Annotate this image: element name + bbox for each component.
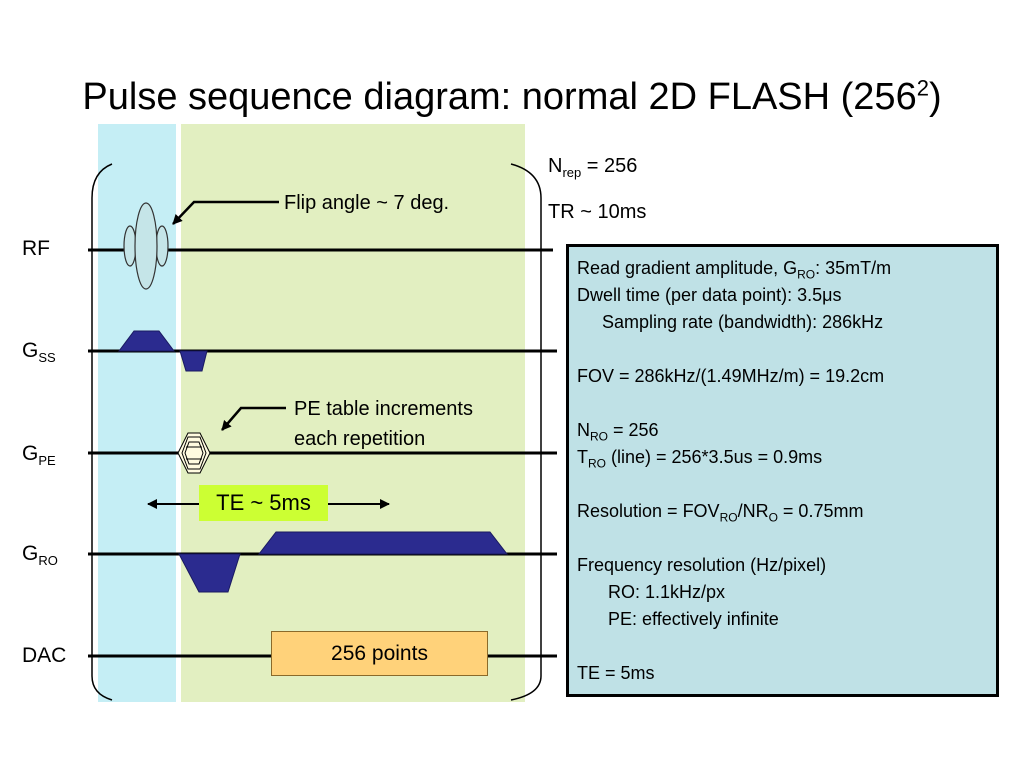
rf-pulse [123,202,169,290]
tro-value: TRO (line) = 256*3.5us = 0.9ms [577,447,823,471]
nrep-annotation: Nrep = 256 [548,155,638,180]
pe-frequency-resolution: PE: effectively infinite [608,609,779,629]
page-title: Pulse sequence diagram: normal 2D FLASH … [82,75,942,118]
dac-sampling-window: 256 points [271,631,488,676]
pe-table-annotation-line2: each repetition [294,428,426,450]
gpe-phase-table [177,432,211,474]
parameters-panel: Read gradient amplitude, GRO: 35mT/m Dwe… [566,244,999,697]
ro-frequency-resolution: RO: 1.1kHz/px [608,582,726,602]
gss-slice-select-lobe [118,330,175,352]
gss-refocus-lobe [179,350,208,372]
gro-prephase-lobe [178,553,241,593]
repetition-bracket-right [510,163,542,701]
te-label: TE ~ 5ms [199,485,328,521]
read-gradient-amplitude: Read gradient amplitude, GRO: 35mT/m [577,258,892,282]
gpe-channel-label: GPE [22,442,56,469]
gss-channel-label: GSS [22,339,56,366]
rf-channel-label: RF [22,237,50,260]
nro-value: NRO = 256 [577,420,659,444]
dwell-time: Dwell time (per data point): 3.5μs [577,285,842,305]
resolution-equation: Resolution = FOVRO/NRO = 0.75mm [577,501,864,525]
tr-annotation: TR ~ 10ms [548,201,647,223]
dac-channel-label: DAC [22,644,67,667]
sampling-rate: Sampling rate (bandwidth): 286kHz [602,312,884,332]
gro-readout-lobe [257,531,509,555]
repetition-bracket-left [91,163,113,701]
pe-table-arrow [221,406,286,431]
flip-angle-arrow [172,200,279,225]
te-value: TE = 5ms [577,663,655,683]
pe-table-annotation-line1: PE table increments [294,398,473,420]
gro-channel-label: GRO [22,542,58,569]
fov-equation: FOV = 286kHz/(1.49MHz/m) = 19.2cm [577,366,885,386]
flip-angle-annotation: Flip angle ~ 7 deg. [284,192,450,214]
frequency-resolution-heading: Frequency resolution (Hz/pixel) [577,555,827,575]
